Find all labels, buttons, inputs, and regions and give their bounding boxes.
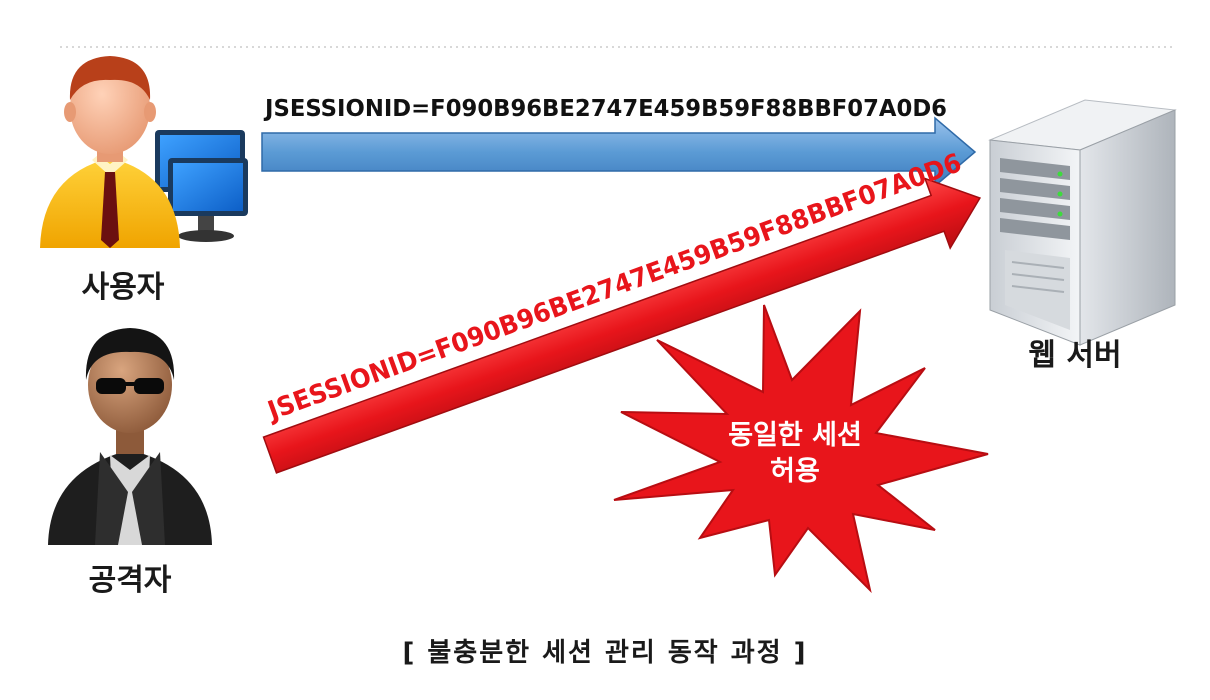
burst-text-line1: 동일한 세션 xyxy=(728,420,862,451)
attacker-label: 공격자 xyxy=(89,563,172,598)
user-with-computer-icon xyxy=(40,56,248,248)
diagram-caption: [ 불충분한 세션 관리 동작 과정 ] xyxy=(402,638,808,668)
user-label: 사용자 xyxy=(82,270,165,305)
attacker-with-sunglasses-icon xyxy=(48,328,212,545)
explosion-burst-icon xyxy=(613,304,989,594)
server-tower-icon xyxy=(988,99,1177,346)
attacker-request-arrow xyxy=(262,177,982,474)
attacker-session-id-label: JSESSIONID=F090B96BE2747E459B59F88BBF07A… xyxy=(262,148,965,427)
burst-text-line2: 허용 xyxy=(770,456,820,487)
user-request-arrow xyxy=(261,116,977,188)
user-session-id-label: JSESSIONID=F090B96BE2747E459B59F88BBF07A… xyxy=(263,96,947,122)
server-label: 웹 서버 xyxy=(1028,338,1121,373)
